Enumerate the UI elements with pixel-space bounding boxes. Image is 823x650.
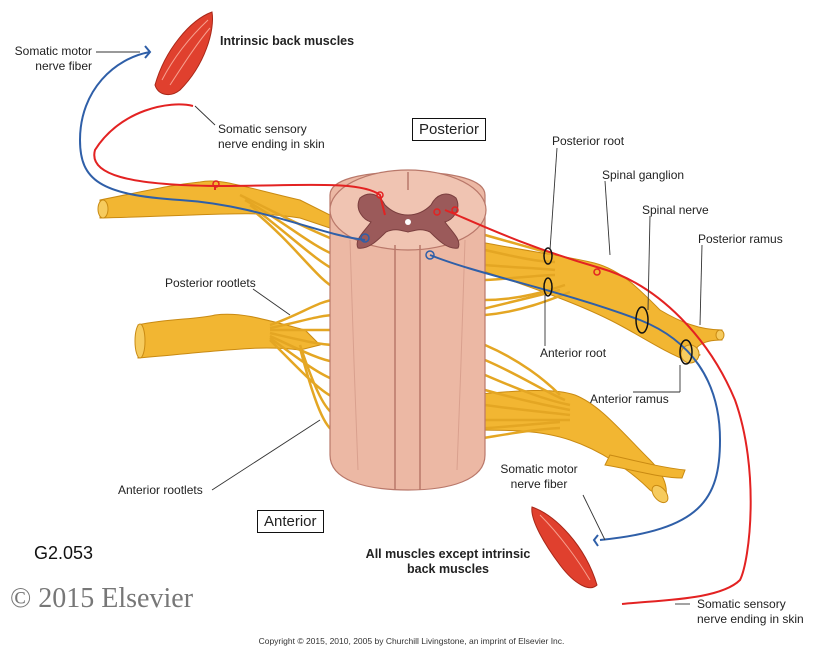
- label-somatic-sensory-top: Somatic sensory nerve ending in skin: [218, 122, 325, 151]
- copyright-watermark: © 2015 Elsevier: [10, 583, 194, 614]
- copyright-line: Copyright © 2015, 2010, 2005 by Churchil…: [258, 636, 565, 646]
- label-anterior-rootlets: Anterior rootlets: [118, 483, 203, 497]
- label-intrinsic-back-muscles: Intrinsic back muscles: [220, 34, 355, 48]
- label-posterior-rootlets: Posterior rootlets: [165, 276, 256, 290]
- label-anterior-root: Anterior root: [540, 346, 607, 360]
- label-posterior: Posterior: [412, 118, 487, 141]
- right-spinal-nerve: [469, 239, 725, 364]
- right-anterior-nerve: [469, 389, 686, 504]
- label-spinal-ganglion: Spinal ganglion: [602, 168, 685, 182]
- label-spinal-nerve: Spinal nerve: [642, 203, 709, 217]
- intrinsic-back-muscle: [154, 11, 214, 96]
- label-anterior: Anterior: [257, 510, 324, 533]
- anterior-muscle: [531, 506, 598, 589]
- label-posterior-root: Posterior root: [552, 134, 625, 148]
- somatic-motor-fiber: [78, 51, 722, 541]
- label-anterior-ramus: Anterior ramus: [590, 392, 669, 406]
- label-all-muscles: All muscles except intrinsic back muscle…: [365, 547, 531, 576]
- leader-lines: [96, 51, 703, 605]
- somatic-sensory-fiber: [93, 103, 752, 605]
- label-somatic-sensory-bottom: Somatic sensory nerve ending in skin: [697, 597, 804, 626]
- label-somatic-motor-top: Somatic motor nerve fiber: [14, 44, 92, 73]
- label-posterior-ramus: Posterior ramus: [698, 232, 783, 246]
- figure-code: G2.053: [34, 543, 94, 563]
- label-somatic-motor-bottom: Somatic motor nerve fiber: [500, 462, 578, 491]
- root-rings: [543, 247, 693, 365]
- left-anterior-nerve: [134, 313, 321, 359]
